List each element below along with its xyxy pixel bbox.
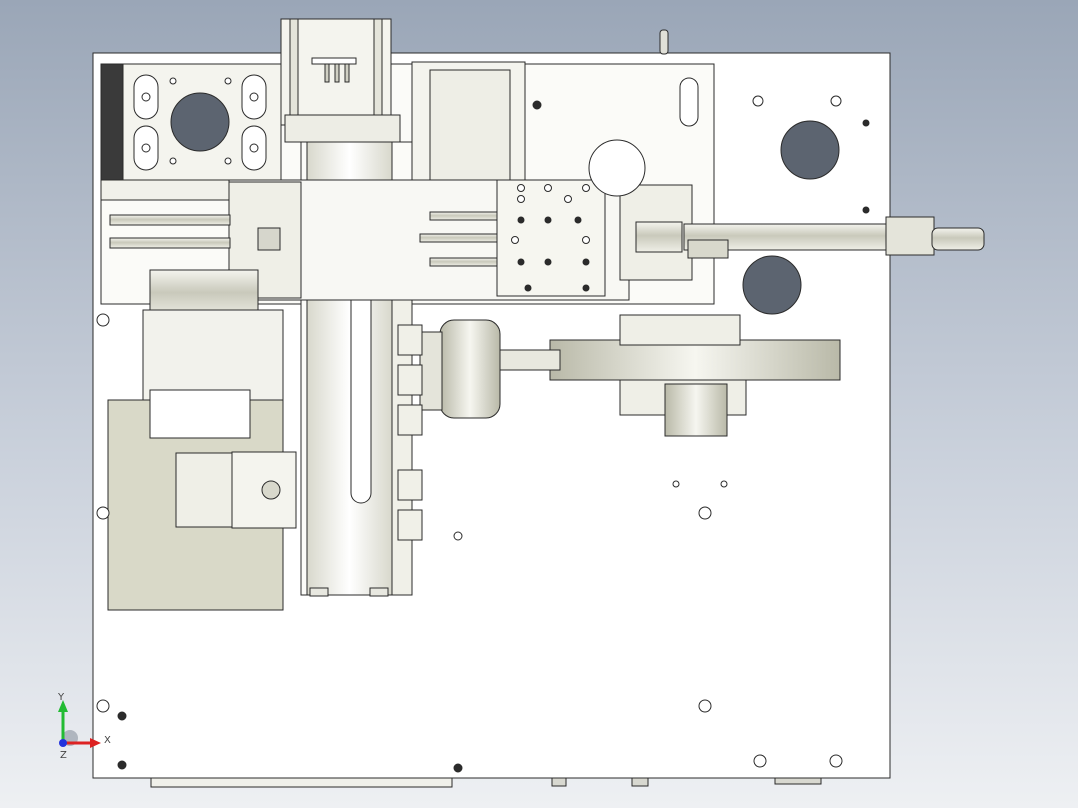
- plate-screw: [752, 95, 764, 107]
- motor-rib: [289, 18, 299, 126]
- plate-dot: [862, 206, 870, 214]
- cylinder-rod-end: [931, 227, 985, 251]
- plate-hole: [453, 531, 463, 541]
- rear-motor-inner: [429, 69, 511, 183]
- plate-hole: [672, 480, 680, 488]
- roller[interactable]: [439, 319, 501, 419]
- plate-screw: [830, 95, 842, 107]
- left-bracket-side: [100, 63, 124, 181]
- slide-rod: [109, 237, 231, 249]
- plate-dot: [453, 763, 463, 773]
- bottom-connector-3: [774, 777, 822, 785]
- cable-clip: [397, 364, 423, 396]
- plate-screw: [96, 313, 110, 327]
- motor-flange: [284, 114, 401, 143]
- plate-screw: [698, 699, 712, 713]
- base-plate-bottom-lip: [150, 777, 453, 788]
- oval-slot: [679, 77, 699, 127]
- top-pin: [659, 29, 669, 55]
- wheel-hub: [619, 314, 741, 346]
- module-foot: [309, 587, 329, 597]
- slide-rod: [429, 211, 501, 221]
- bracket-screw: [224, 157, 232, 165]
- cylinder-fitting: [687, 239, 729, 259]
- bracket-screw: [249, 92, 259, 102]
- plate-screw: [829, 754, 843, 768]
- triad-z-label: Z: [60, 750, 67, 761]
- bracket-screw: [169, 157, 177, 165]
- drive-wheel-housing[interactable]: [549, 339, 841, 381]
- bottom-connector-2: [631, 777, 649, 787]
- triad-x-label: X: [104, 735, 111, 746]
- roller-flange: [419, 331, 443, 411]
- bracket-screw: [249, 143, 259, 153]
- cutout-hole-outline: [588, 139, 646, 197]
- module-foot: [369, 587, 389, 597]
- cable-clip: [397, 469, 423, 501]
- large-cutout-hole: [780, 120, 840, 180]
- left-bracket-lower: [100, 179, 230, 201]
- coupler: [635, 221, 683, 253]
- coordinate-triad: Y X Z: [57, 692, 111, 761]
- bracket-screw: [224, 77, 232, 85]
- motor-connector: [311, 57, 357, 65]
- cable-clip: [397, 324, 423, 356]
- slide-rod: [109, 214, 231, 226]
- plate-dot: [532, 100, 542, 110]
- gripper-knob[interactable]: [261, 480, 281, 500]
- gripper-stepper[interactable]: [175, 452, 235, 528]
- motor-rib: [373, 18, 383, 126]
- cable-clip: [397, 509, 423, 541]
- bracket-bore-hole: [170, 92, 230, 152]
- wheel-shaft: [664, 383, 728, 437]
- plate-screw: [698, 506, 712, 520]
- bracket-screw: [169, 77, 177, 85]
- plate-dot: [862, 119, 870, 127]
- motor-pin: [324, 63, 330, 83]
- plate-screw: [96, 506, 110, 520]
- table-hole-ring: [511, 184, 590, 244]
- plate-hole: [720, 480, 728, 488]
- left-block-nut: [257, 227, 281, 251]
- triad-x-arrow: [90, 738, 101, 748]
- plate-screw: [753, 754, 767, 768]
- plate-screw: [96, 699, 110, 713]
- slide-rod: [429, 257, 501, 267]
- plate-dot: [117, 760, 127, 770]
- slide-rod: [419, 233, 501, 243]
- table-hole-grid: [517, 216, 590, 292]
- triad-y-arrow: [58, 700, 68, 712]
- triad-z-axis: [59, 739, 67, 747]
- motor-pin: [334, 63, 340, 83]
- bracket-screw: [141, 143, 151, 153]
- bracket-screw: [141, 92, 151, 102]
- cable-clip: [397, 404, 423, 436]
- bottom-connector-1: [551, 777, 567, 787]
- motor-pin: [344, 63, 350, 83]
- cylinder-end-cap: [885, 216, 935, 256]
- plate-dot: [117, 711, 127, 721]
- large-cutout-hole: [742, 255, 802, 315]
- triad-y-label: Y: [57, 692, 65, 703]
- vertical-slot: [350, 267, 372, 504]
- gripper-clamp: [149, 389, 251, 439]
